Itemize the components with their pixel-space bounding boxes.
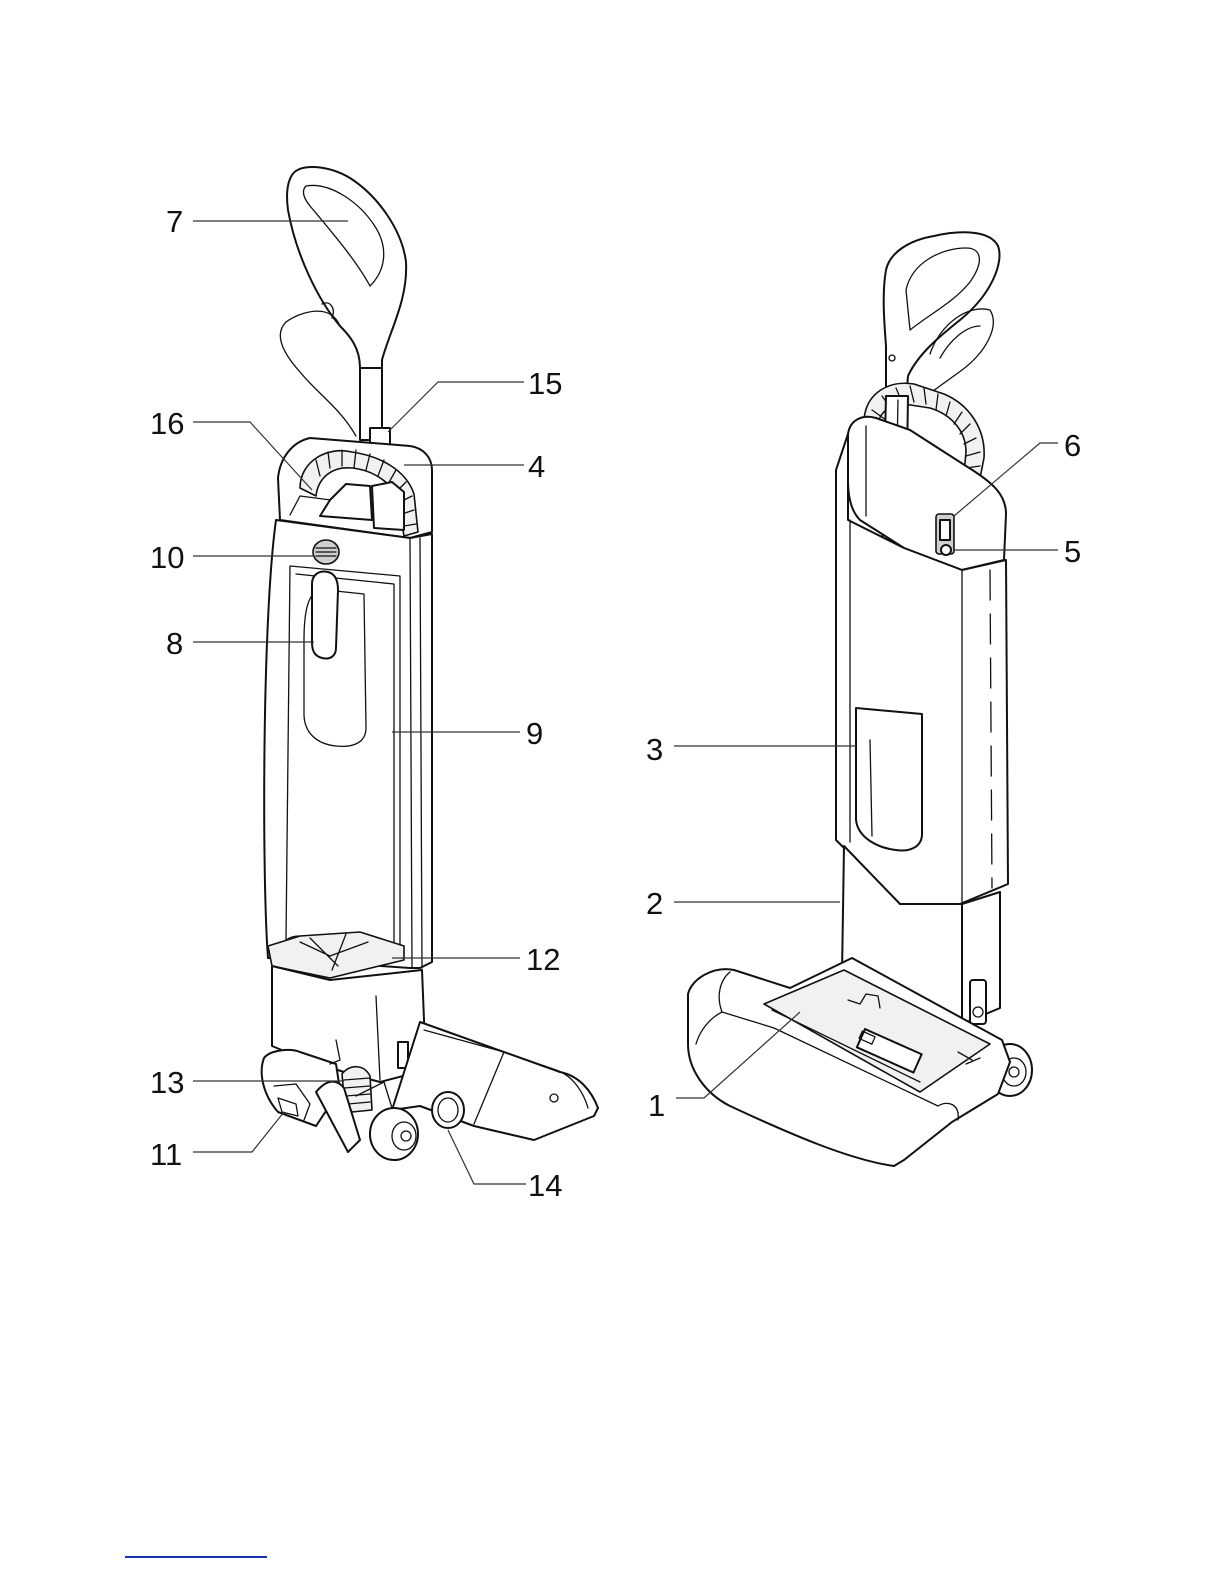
handle-grip — [287, 167, 406, 420]
bag-release-lever — [312, 572, 338, 659]
callout-13: 13 — [150, 1065, 184, 1100]
callout-16: 16 — [150, 406, 184, 441]
callout-10: 10 — [150, 540, 184, 575]
nozzle-base — [392, 1022, 598, 1140]
callout-7: 7 — [166, 204, 183, 239]
footer-rule — [125, 1556, 267, 1558]
vacuum-front-view — [262, 167, 598, 1160]
leader-15 — [388, 382, 524, 432]
cord-storage-pocket — [856, 708, 922, 850]
callout-12: 12 — [526, 942, 560, 977]
callout-11: 11 — [150, 1137, 182, 1172]
handle-grip-rear — [884, 232, 1000, 400]
callout-6: 6 — [1064, 428, 1081, 463]
callout-8: 8 — [166, 626, 183, 661]
leader-11 — [193, 1112, 284, 1152]
vacuum-rear-view — [688, 232, 1032, 1166]
callout-4: 4 — [528, 449, 545, 484]
leader-14 — [448, 1130, 526, 1184]
callout-2: 2 — [646, 886, 663, 921]
callout-14: 14 — [528, 1168, 562, 1203]
callout-15: 15 — [528, 366, 562, 401]
callout-5: 5 — [1064, 534, 1081, 569]
callout-1: 1 — [648, 1088, 665, 1123]
callout-9: 9 — [526, 716, 543, 751]
callout-3: 3 — [646, 732, 663, 767]
